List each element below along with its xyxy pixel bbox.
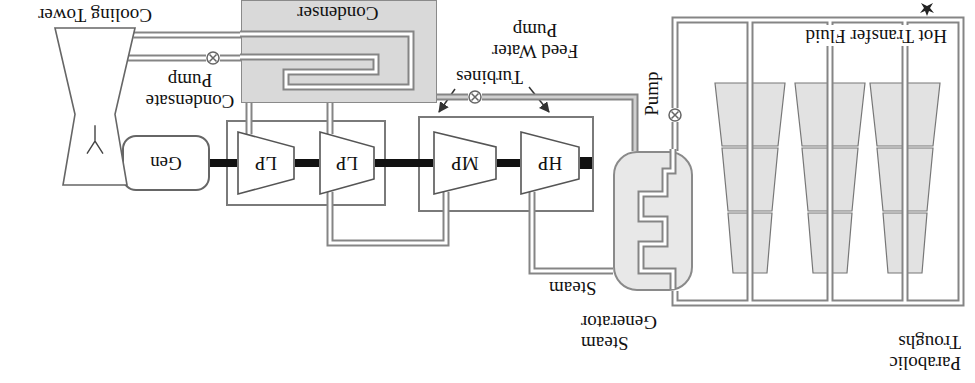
fluid-pipe [675, 291, 702, 303]
generator-label: Gen [150, 153, 182, 174]
fluid-pipe [675, 20, 702, 108]
turbine-stage: LP [237, 131, 295, 195]
turbine-shaft [497, 163, 520, 164]
turbine-shaft [580, 157, 592, 169]
turbine-label: MP [451, 153, 478, 174]
pump-symbol [472, 94, 479, 101]
turbine-symbol [320, 132, 374, 194]
pipe-bore [330, 192, 446, 243]
pump-symbol: Condensate Pump [206, 51, 220, 65]
cooling-tower: Cooling Tower [53, 28, 137, 185]
group-label: Turbines [454, 66, 525, 87]
turbine-casing [227, 117, 593, 211]
pump-outline [206, 51, 220, 65]
pump-label: Feed Water Pump [485, 19, 585, 61]
steam-generator: Steam Generator [613, 151, 693, 291]
fluid-pipe [330, 192, 446, 243]
fluid-pipe [128, 58, 206, 59]
turbine-symbol [434, 132, 496, 194]
condenser-box: Condenser [241, 0, 437, 103]
heat-exchanger-coil [641, 149, 673, 289]
pipe-bore [220, 57, 241, 60]
field-label: Parabolic Troughs [861, 331, 961, 373]
pump-label: Condensate Pump [140, 69, 240, 111]
fluid-pipe [437, 97, 468, 98]
pump-outline [468, 90, 482, 104]
turbine-shaft [375, 159, 433, 167]
pump-symbol: Pump [668, 108, 682, 122]
heat-exchanger-coil [641, 149, 673, 289]
turbine-label: HP [538, 153, 562, 174]
turbine-shaft [210, 159, 237, 167]
pipe-wall [672, 122, 679, 151]
pipe-wall [532, 192, 613, 271]
pump-symbol [210, 55, 217, 62]
pipe-bore [248, 103, 251, 134]
turbine-stage: MP [433, 131, 497, 195]
pipe-bore [329, 103, 332, 134]
pipe-wall [675, 291, 702, 303]
pump-outline [668, 108, 682, 122]
condenser-coil [240, 34, 411, 87]
vessel-outline [611, 149, 691, 289]
solar-field: Parabolic Troughs [702, 13, 967, 375]
component-label: Steam Generator [581, 311, 671, 353]
fluid-pipe [249, 103, 250, 134]
turbine-label: LP [336, 153, 358, 174]
pump-symbol [672, 112, 679, 119]
spray-symbol [87, 125, 103, 153]
pipe-wall [246, 103, 253, 134]
tower-outline [55, 28, 135, 185]
pipe-bore [128, 57, 206, 60]
tower-outline [53, 28, 137, 185]
pump-symbol [669, 109, 681, 121]
pipe-bore [674, 122, 677, 151]
turbine-shaft [295, 159, 319, 167]
pipe-bore [675, 20, 702, 108]
turbine-stage: HP [520, 131, 580, 195]
component-label: Condenser [297, 2, 378, 23]
generator-box: Gen [122, 135, 210, 191]
pump-symbol [469, 91, 481, 103]
pump-symbol [207, 52, 219, 64]
turbine-label: LP [255, 153, 277, 174]
ink-mark [920, 3, 934, 16]
pipe-wall [330, 192, 446, 243]
turbine-shaft [497, 159, 520, 167]
ink-mark [920, 3, 934, 16]
pipe-bore [532, 192, 613, 271]
pipe-wall [675, 20, 702, 108]
pipe-wall [220, 55, 241, 62]
pump-label: Pump [642, 72, 663, 116]
component-label: Cooling Tower [38, 4, 152, 25]
fluid-pipe [702, 20, 961, 303]
turbine-shaft [210, 163, 237, 164]
pump-symbol: Feed Water Pump [468, 90, 482, 104]
pipe-wall [327, 103, 334, 134]
turbine-shaft [295, 163, 319, 164]
loop-label: Hot Transfer Fluid [804, 25, 949, 46]
fluid-pipe [702, 20, 961, 303]
condenser-coil [240, 34, 411, 87]
fluid-pipe [675, 122, 676, 151]
turbine-symbol [238, 132, 294, 194]
pipe-wall [128, 55, 206, 62]
fluid-pipe [702, 20, 961, 303]
pipe-wall [133, 32, 241, 39]
fluid-pipe [330, 103, 331, 134]
pipe-bore [133, 34, 241, 37]
turbine-symbol [521, 132, 579, 194]
pipe-label: Steam [547, 277, 599, 298]
fluid-pipe [133, 35, 241, 36]
turbine-stage: LP [319, 131, 375, 195]
fluid-pipe [220, 58, 241, 59]
pipe-bore [675, 291, 702, 303]
fluid-pipe [532, 192, 613, 271]
pipe-wall [437, 94, 468, 101]
field-outline [702, 13, 967, 375]
pipe-bore [437, 96, 468, 99]
